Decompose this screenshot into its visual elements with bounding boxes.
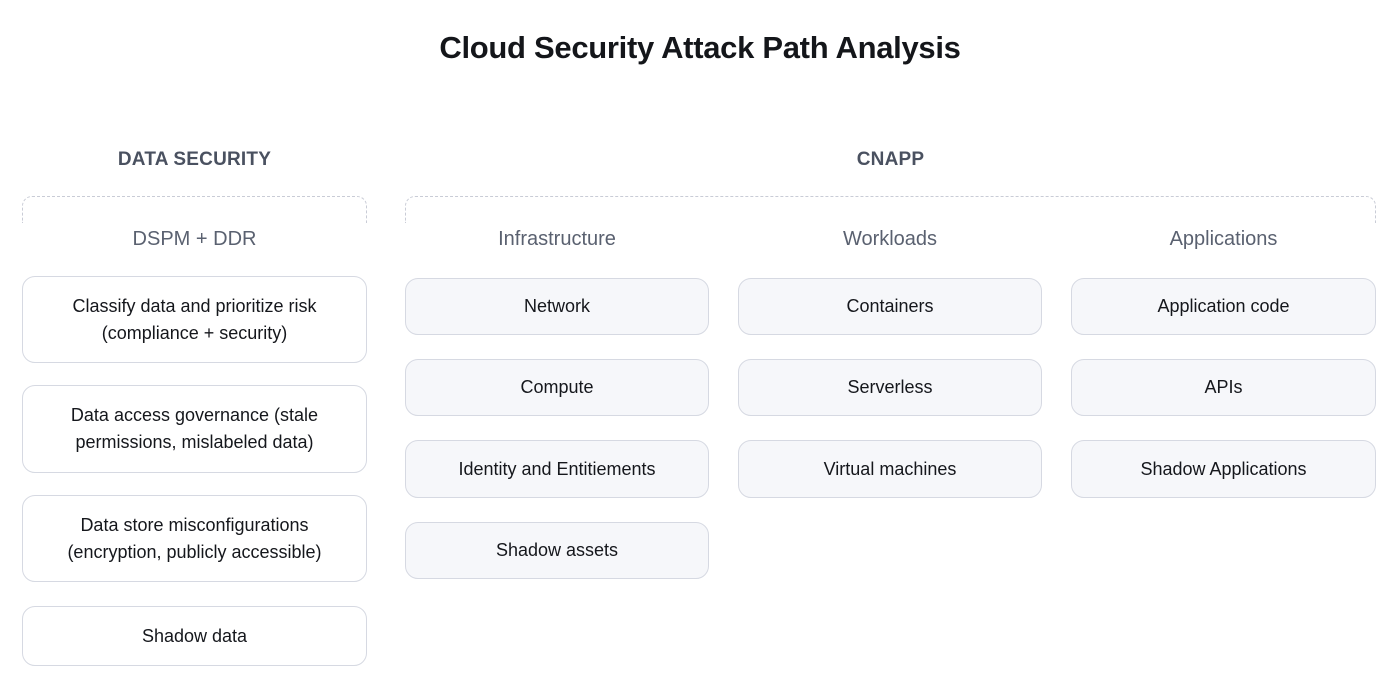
card-compute: Compute <box>405 359 709 416</box>
card-label: Shadow Applications <box>1140 458 1307 479</box>
card-label: APIs <box>1204 377 1243 397</box>
card-data-store-misconfigurations: Data store misconfigurations (encryption… <box>22 495 367 582</box>
card-label: Shadow data <box>141 625 248 646</box>
card-label: Classify data and prioritize risk (compl… <box>72 295 317 343</box>
cnapp-bracket <box>405 196 1376 223</box>
data-security-header: DATA SECURITY <box>117 149 272 170</box>
page-title: Cloud Security Attack Path Analysis <box>439 30 961 65</box>
dspm-ddr-label: DSPM + DDR <box>132 228 257 250</box>
cnapp-header: CNAPP <box>856 149 925 170</box>
workloads-column-label: Workloads <box>842 228 938 250</box>
card-label: Identity and Entitiements <box>458 458 656 479</box>
card-label: Data access governance (stale permission… <box>70 405 319 452</box>
card-label: Network <box>523 296 590 316</box>
card-shadow-data: Shadow data <box>22 606 367 666</box>
card-shadow-applications: Shadow Applications <box>1071 440 1376 498</box>
card-label: Virtual machines <box>823 458 957 479</box>
card-containers: Containers <box>738 278 1042 335</box>
card-label: Compute <box>520 377 594 397</box>
card-label: Serverless <box>847 377 933 397</box>
card-apis: APIs <box>1071 359 1376 416</box>
card-shadow-assets: Shadow assets <box>405 522 709 579</box>
card-label: Data store misconfigurations (encryption… <box>67 514 322 562</box>
card-data-access-governance: Data access governance (stale permission… <box>22 385 367 473</box>
data-security-bracket <box>22 196 367 223</box>
card-label: Containers <box>846 296 934 316</box>
card-classify-data: Classify data and prioritize risk (compl… <box>22 276 367 363</box>
card-serverless: Serverless <box>738 359 1042 416</box>
card-application-code: Application code <box>1071 278 1376 335</box>
card-identity-entitlements: Identity and Entitiements <box>405 440 709 498</box>
card-virtual-machines: Virtual machines <box>738 440 1042 498</box>
applications-column-label: Applications <box>1169 228 1278 250</box>
card-label: Shadow assets <box>495 540 619 560</box>
card-network: Network <box>405 278 709 335</box>
card-label: Application code <box>1157 296 1290 316</box>
infrastructure-column-label: Infrastructure <box>498 228 616 250</box>
